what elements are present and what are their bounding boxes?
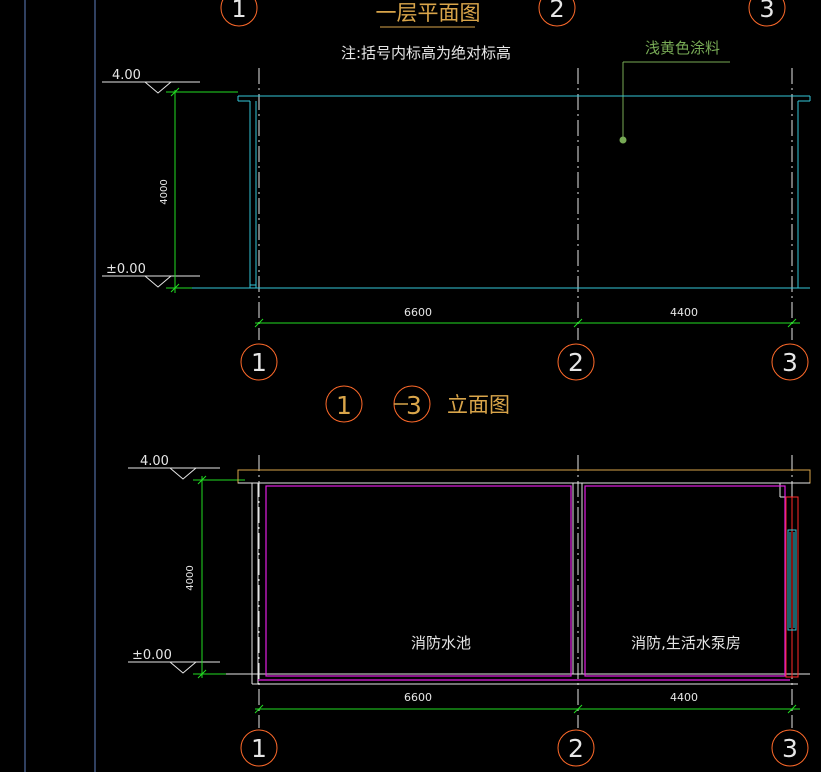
elev-elev-markers [128, 467, 220, 674]
elev-dim-6600: 6600 [404, 691, 432, 704]
annotation-dot [619, 136, 627, 144]
annotation-leader [622, 61, 730, 140]
elev-roof-slab [237, 469, 811, 484]
elev-bottom-axis-1: 1 [251, 734, 267, 763]
plan-bottom-axis-3: 3 [782, 348, 798, 377]
plan-outline [192, 95, 811, 289]
plan-axis-lines [258, 68, 793, 340]
plan-top-axis-2: 2 [549, 0, 564, 23]
elev-right-door [785, 496, 799, 678]
plan-dim-4400: 4400 [670, 306, 698, 319]
elevation-title: 立面图 [447, 393, 510, 417]
elev-elev-bottom: ±0.00 [132, 648, 172, 663]
elev-bottom-axis-3: 3 [782, 734, 798, 763]
plan-elev-top: 4.00 [112, 68, 141, 83]
plan-material-annotation: 浅黄色涂料 [645, 39, 720, 57]
plan-note: 注:括号内标高为绝对标高 [341, 44, 511, 62]
elev-elev-top: 4.00 [140, 454, 169, 469]
elev-height-dim-text: 4000 [185, 565, 196, 590]
plan-bottom-axis-bubbles [240, 343, 809, 381]
plan-top-axis-3: 3 [759, 0, 774, 23]
elev-room-label-left: 消防水池 [411, 634, 471, 652]
elev-outer-walls [226, 482, 810, 685]
plan-top-axis-bubbles [220, 0, 786, 27]
elev-dim-4400: 4400 [670, 691, 698, 704]
plan-bottom-axis-1: 1 [251, 348, 267, 377]
plan-elev-bottom: ±0.00 [106, 262, 146, 277]
plan-height-dim-text: 4000 [159, 179, 170, 204]
plan-title: 一层平面图 [376, 1, 481, 25]
elev-height-dim [193, 475, 245, 679]
plan-bottom-axis-2: 2 [568, 348, 584, 377]
elev-bottom-axis-2: 2 [568, 734, 584, 763]
elevation-section: 4.00 ±0.00 4000 [128, 454, 811, 767]
plan-width-dim [254, 318, 800, 328]
elev-room-outlines [258, 485, 790, 681]
elevation-title-axis-from: 1 [336, 391, 352, 420]
elev-room-label-right: 消防,生活水泵房 [631, 634, 741, 652]
plan-section: 1 2 3 一层平面图 注:括号内标高为绝对标高 浅黄色涂料 4.00 ±0.0… [102, 0, 811, 381]
elevation-title-group: 1 3 立面图 [325, 385, 510, 423]
elev-axis-lines [258, 455, 793, 728]
plan-elev-markers [102, 81, 200, 288]
plan-height-dim [166, 87, 238, 293]
elev-width-dim [254, 704, 800, 714]
drawing-border [24, 0, 96, 772]
elevation-title-axis-to: 3 [406, 391, 422, 420]
elev-bottom-axis-bubbles [240, 729, 809, 767]
plan-dim-6600: 6600 [404, 306, 432, 319]
plan-top-axis-1: 1 [231, 0, 246, 23]
